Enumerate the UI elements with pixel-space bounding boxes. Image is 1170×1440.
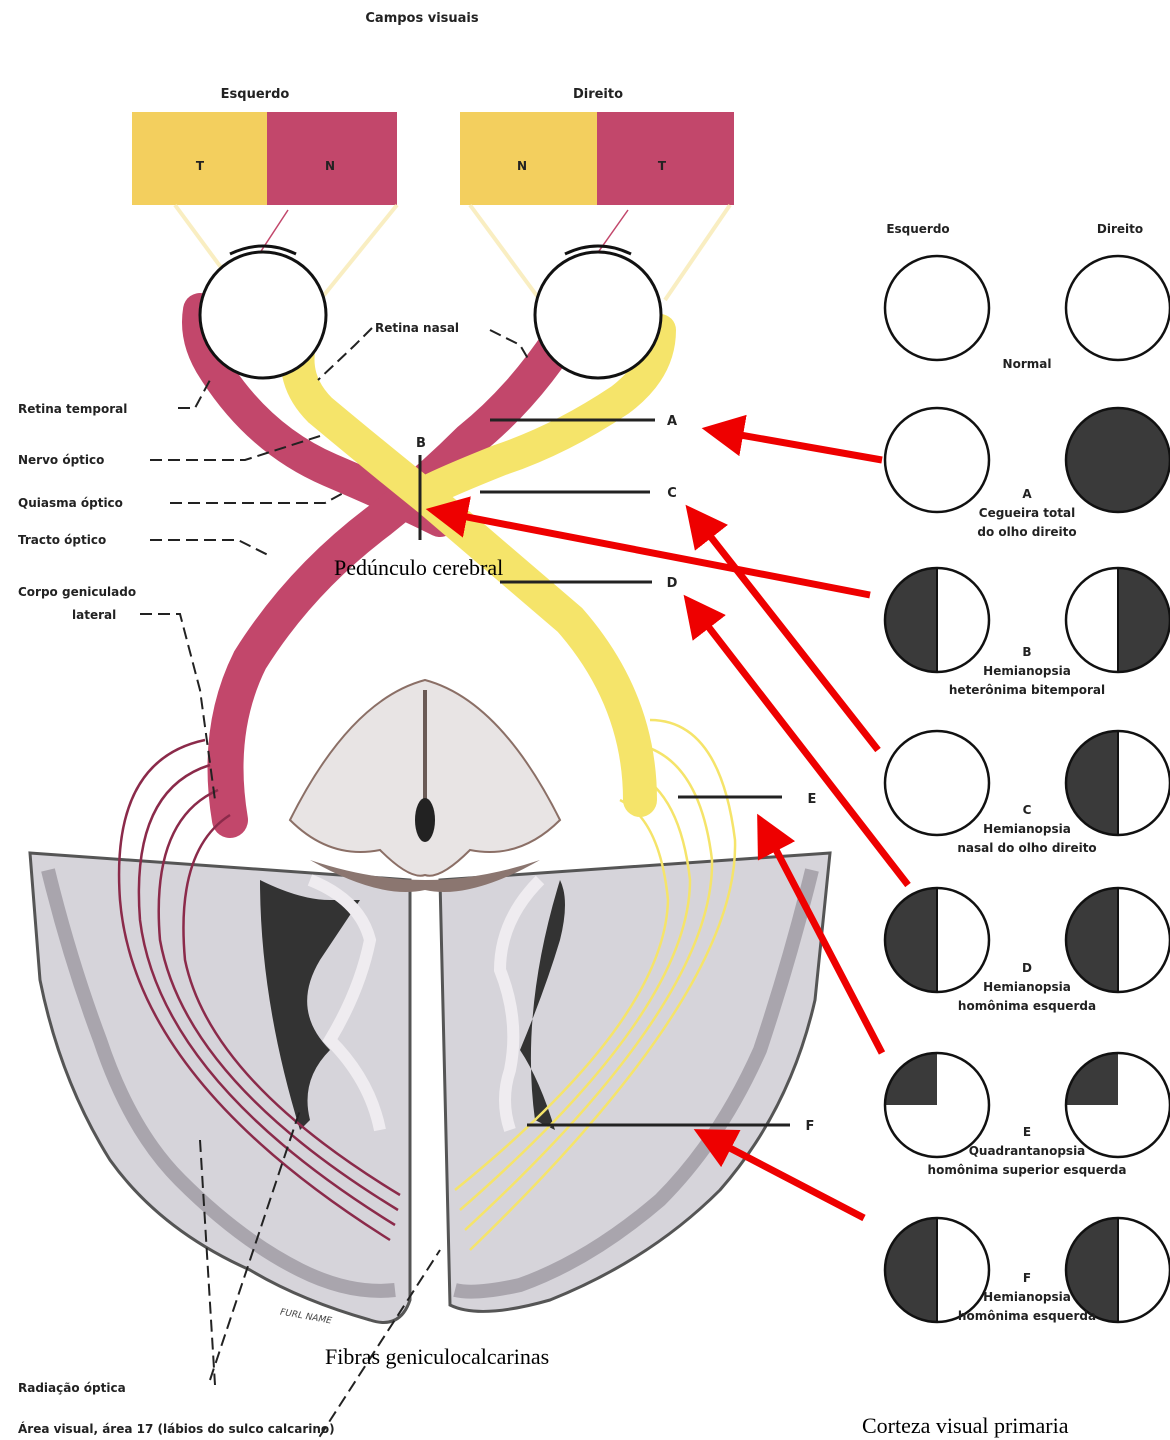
label-corpo-1: Corpo geniculado — [18, 585, 136, 599]
svg-text:C: C — [667, 486, 677, 501]
defect-circle-left — [885, 1053, 989, 1157]
signature: FURL NAME — [279, 1308, 332, 1327]
right-field-nasal — [460, 112, 597, 205]
label-area-visual: Área visual, área 17 (lábios do sulco ca… — [18, 1421, 335, 1436]
right-box-n: N — [517, 159, 527, 173]
label-tracto: Tracto óptico — [18, 533, 106, 547]
defect-description: Hemianopsia — [983, 1290, 1071, 1304]
right-box-t: T — [658, 159, 667, 173]
defect-description: Normal — [1003, 357, 1052, 371]
svg-text:F: F — [806, 1119, 815, 1134]
defect-description: nasal do olho direito — [957, 841, 1096, 855]
label-corteza: Corteza visual primaria — [862, 1413, 1069, 1438]
defect-description: homônima esquerda — [958, 1309, 1096, 1323]
field-right-label: Direito — [573, 87, 623, 102]
left-box-n: N — [325, 159, 335, 173]
field-left-label: Esquerdo — [221, 87, 290, 102]
defect-circle-left — [885, 731, 989, 835]
defect-description: Hemianopsia — [983, 664, 1071, 678]
label-fibras: Fibras geniculocalcarinas — [325, 1344, 549, 1369]
defect-circle-right — [1066, 888, 1170, 992]
defect-circle-right — [1066, 731, 1170, 835]
label-retina-temporal: Retina temporal — [18, 402, 127, 416]
defect-circle-left — [885, 888, 989, 992]
midbrain — [290, 680, 560, 892]
left-eye — [200, 252, 326, 378]
defect-circle-left — [885, 1218, 989, 1322]
title: Campos visuais — [365, 11, 479, 26]
defect-letter: F — [1023, 1271, 1031, 1285]
label-nervo-optico: Nervo óptico — [18, 453, 104, 467]
svg-text:D: D — [667, 576, 678, 591]
left-box-t: T — [196, 159, 205, 173]
label-corpo-2: lateral — [72, 608, 116, 622]
svg-text:B: B — [416, 436, 426, 451]
defect-description: Hemianopsia — [983, 980, 1071, 994]
defect-circle-left — [885, 568, 989, 672]
defect-circle-right — [1066, 568, 1170, 672]
defect-description: heterônima bitemporal — [949, 683, 1105, 697]
svg-text:E: E — [808, 792, 817, 807]
right-eye — [535, 252, 661, 378]
defect-description: homônima superior esquerda — [928, 1163, 1127, 1177]
defects-col-right: Direito — [1097, 222, 1143, 236]
defect-letter: E — [1023, 1125, 1031, 1139]
defect-circle-right — [1066, 408, 1170, 512]
defect-description: Quadrantanopsia — [969, 1144, 1086, 1158]
defect-description: do olho direito — [977, 525, 1076, 539]
eyes — [200, 246, 661, 378]
defect-letter: A — [1022, 487, 1032, 501]
defect-description: homônima esquerda — [958, 999, 1096, 1013]
defect-circle-left — [885, 408, 989, 512]
defect-letter: B — [1022, 645, 1031, 659]
label-quiasma: Quiasma óptico — [18, 496, 123, 510]
svg-text:A: A — [667, 414, 677, 429]
defect-description: Hemianopsia — [983, 822, 1071, 836]
occipital-cortex — [30, 853, 830, 1323]
label-pedunculo: Pedúnculo cerebral — [334, 555, 503, 580]
defect-circle-right — [1066, 256, 1170, 360]
defect-circle-right — [1066, 1218, 1170, 1322]
defect-circle-left — [885, 256, 989, 360]
defect-description: Cegueira total — [979, 506, 1075, 520]
defects-col-left: Esquerdo — [886, 222, 949, 236]
label-retina-nasal: Retina nasal — [375, 321, 459, 335]
defect-letter: C — [1023, 803, 1032, 817]
defect-letter: D — [1022, 961, 1032, 975]
defect-circle-right — [1066, 1053, 1170, 1157]
label-radiacao: Radiação óptica — [18, 1381, 126, 1395]
